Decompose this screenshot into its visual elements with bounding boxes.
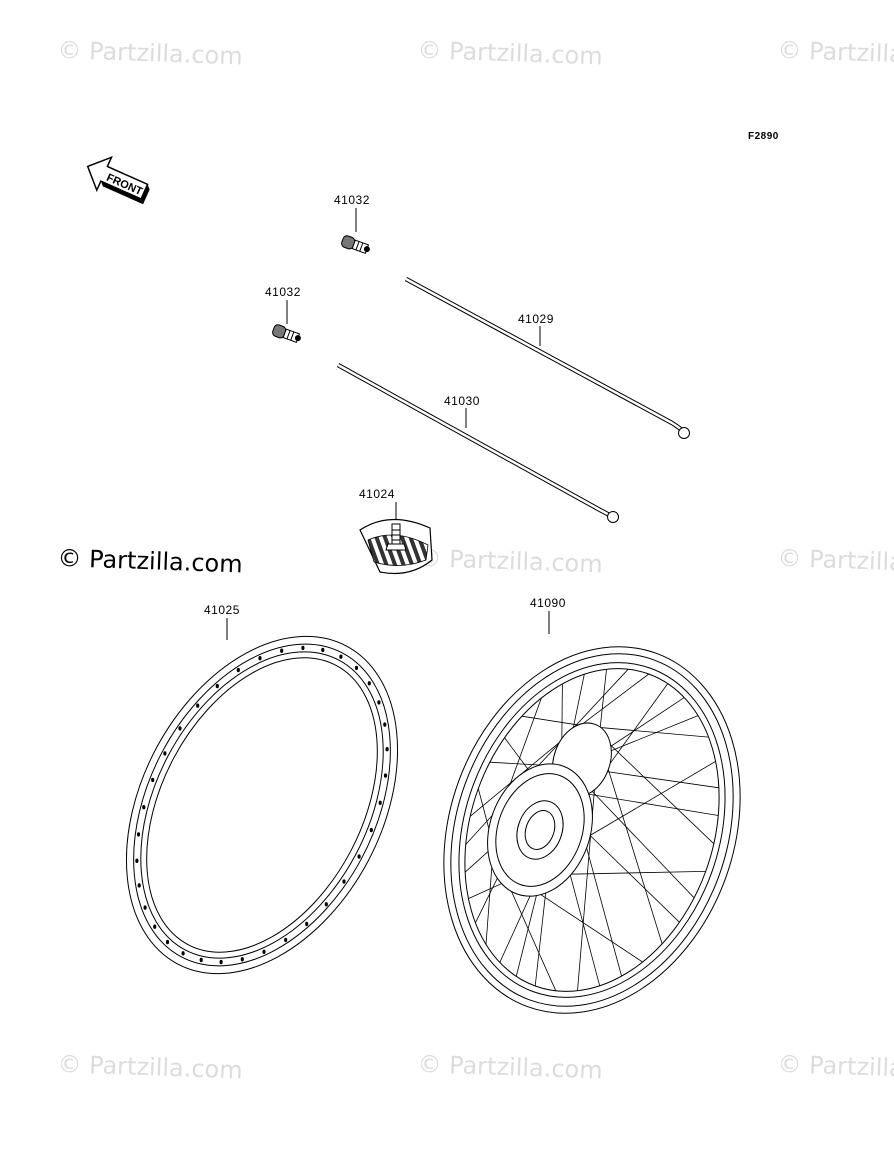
wheel-spoke — [605, 771, 719, 789]
rim-hole — [136, 832, 141, 837]
wheel-hub — [487, 722, 612, 897]
rim-hole — [135, 858, 139, 863]
figure-code: F2890 — [748, 131, 779, 142]
wheel-spoke — [608, 697, 685, 748]
wheel-spoke — [531, 888, 643, 963]
rim-hole — [258, 656, 262, 661]
rim-hole — [357, 854, 361, 859]
part-label-41025[interactable]: 41025 — [204, 603, 240, 617]
rim-hole — [383, 722, 387, 727]
front-arrow-icon: FRONT — [86, 155, 150, 205]
spoke-outer[interactable] — [404, 277, 690, 439]
wheel-spoke — [562, 871, 706, 875]
rim-hole — [385, 747, 389, 752]
wheel-spoke — [590, 789, 695, 899]
wheel-spoke — [584, 830, 680, 923]
rim-hole — [342, 879, 346, 884]
rim-band[interactable] — [359, 518, 433, 575]
wheel-spoke — [521, 715, 583, 727]
rim-hole — [284, 937, 288, 943]
part-label-41090[interactable]: 41090 — [530, 596, 566, 610]
spoke-nipple-lower[interactable] — [271, 324, 302, 345]
part-label-41030[interactable]: 41030 — [444, 394, 480, 408]
spoke-nipple-upper[interactable] — [340, 235, 371, 256]
rim-hole — [163, 751, 167, 756]
part-label-41024[interactable]: 41024 — [359, 487, 395, 501]
rim-hole — [339, 654, 343, 659]
wheel-spoke — [525, 668, 629, 780]
rim-hole — [151, 777, 155, 783]
rim[interactable] — [72, 590, 453, 1021]
part-label-41029[interactable]: 41029 — [518, 312, 554, 326]
rim-hole — [236, 667, 240, 673]
part-label-41032-lower[interactable]: 41032 — [265, 285, 301, 299]
wheel-assembly[interactable] — [394, 605, 789, 1055]
rim-hole — [378, 800, 382, 805]
wheel-spoke — [606, 766, 663, 944]
rim-hole — [165, 939, 170, 945]
spoke-inner[interactable] — [336, 363, 619, 523]
rim-hole — [324, 902, 328, 907]
rim-hole — [199, 957, 203, 963]
rim-hole — [240, 957, 244, 962]
wheel-spoke — [503, 874, 557, 991]
wheel-spoke — [599, 669, 607, 730]
wheel-spoke — [580, 792, 719, 816]
rim-hole — [215, 683, 219, 689]
rim-hole — [181, 951, 185, 956]
rim-hole — [262, 949, 266, 954]
wheel-spoke — [596, 726, 709, 738]
rim-hole — [280, 648, 284, 653]
wheel-spoke — [504, 737, 533, 776]
rim-hole — [305, 921, 309, 927]
rim-hole — [321, 647, 325, 653]
rim-hole — [367, 681, 371, 686]
rim-hole — [219, 959, 223, 965]
wheel-spoke — [561, 683, 563, 743]
rim-hole — [178, 726, 182, 731]
rim-hole — [153, 924, 157, 929]
part-label-41032-upper[interactable]: 41032 — [334, 193, 370, 207]
rim-hole — [137, 883, 141, 888]
rim-hole — [143, 905, 147, 910]
rim-hole — [142, 805, 146, 810]
wheel-spoke — [568, 867, 601, 986]
wheel-spoke — [607, 742, 715, 844]
wheel-spoke — [515, 887, 539, 977]
rim-hole — [377, 700, 381, 705]
rim-hole — [354, 665, 359, 671]
wheel-spoke — [578, 673, 650, 728]
leader-lines — [226, 208, 550, 640]
rim-hole — [369, 827, 373, 833]
wheel-spoke — [582, 761, 716, 840]
rim-hole — [383, 773, 388, 778]
rim-hole — [196, 703, 200, 708]
rim-hole — [301, 645, 305, 651]
